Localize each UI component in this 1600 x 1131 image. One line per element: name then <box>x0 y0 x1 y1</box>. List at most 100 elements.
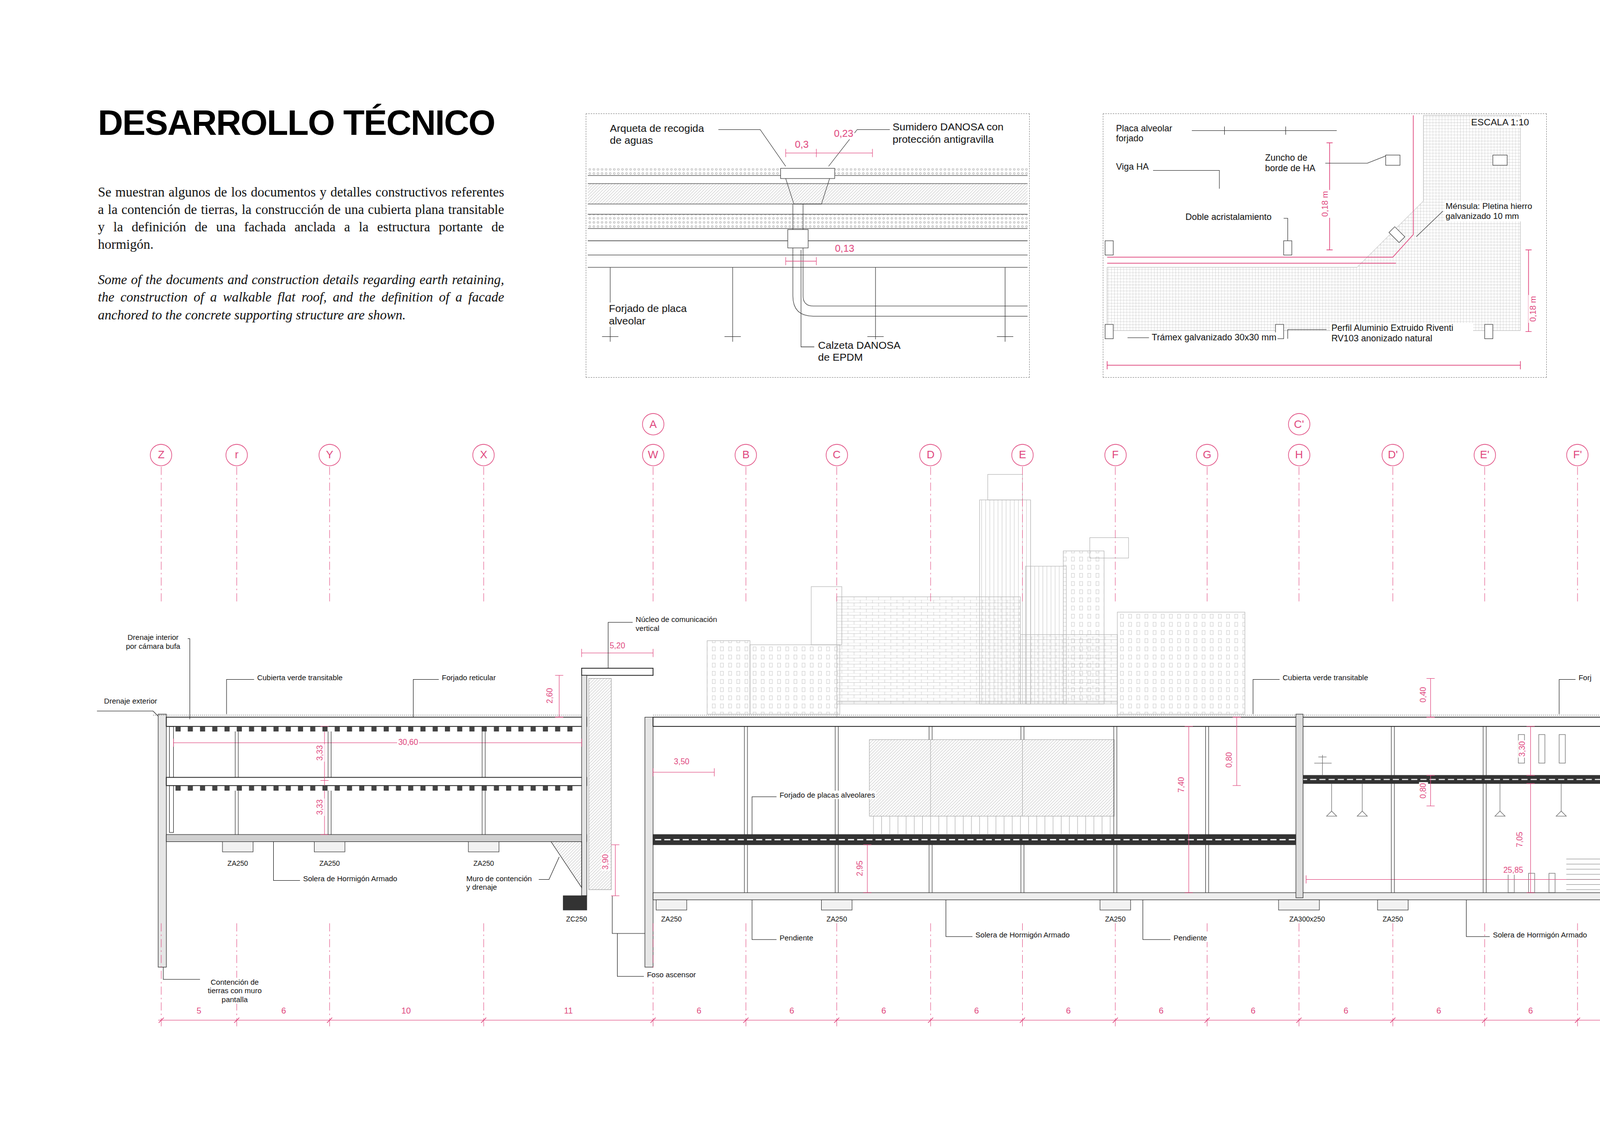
bubble-circle <box>1288 444 1310 466</box>
waffle-rib <box>310 726 316 732</box>
waffle-rib <box>530 785 536 791</box>
bubble-circle <box>150 444 172 466</box>
waffle-rib <box>200 785 206 791</box>
waffle-rib <box>175 785 181 791</box>
railing <box>938 816 940 835</box>
column <box>744 845 748 893</box>
waffle-rib <box>359 785 365 791</box>
stair-step <box>1566 874 1600 875</box>
dimension-tick <box>1296 1017 1302 1023</box>
detail-label: Trámex galvanizado 30x30 mm <box>1150 332 1278 343</box>
waffle-rib <box>310 785 316 791</box>
dimension-text: 7,40 <box>1176 775 1186 794</box>
annotation-label: Cubierta verde transitable <box>1281 673 1370 682</box>
grid-axis <box>329 466 330 605</box>
railing <box>1068 816 1070 835</box>
grid-label: E' <box>1473 443 1496 467</box>
waffle-rib <box>175 726 181 732</box>
grid-bubble: C' <box>1287 413 1311 436</box>
dimension-tick <box>1112 1017 1118 1023</box>
dimension-text: 0,80 <box>1418 781 1428 800</box>
column <box>235 731 239 778</box>
bubble-circle <box>1104 444 1127 466</box>
waffle-rib <box>383 726 389 732</box>
waffle-rib <box>457 726 463 732</box>
grid-axis <box>1022 466 1023 605</box>
railing <box>1061 816 1062 835</box>
bubble-circle <box>1196 444 1218 466</box>
axis-dimension: 6 <box>788 1006 795 1017</box>
bubble-circle <box>735 444 757 466</box>
bubble-circle <box>1566 444 1589 466</box>
column <box>1391 783 1395 893</box>
waffle-rib <box>187 726 193 732</box>
waffle-rib <box>187 785 193 791</box>
waffle-rib <box>554 726 560 732</box>
grid-bubble: D <box>919 443 942 467</box>
axis-dimension: 6 <box>1249 1006 1257 1017</box>
railing <box>970 816 972 835</box>
waffle-rib <box>261 726 267 732</box>
grid-label: Y <box>318 443 341 467</box>
railing <box>979 816 980 835</box>
dimension-tick <box>834 1017 840 1023</box>
waffle-rib <box>542 785 548 791</box>
waffle-rib <box>457 785 463 791</box>
dimension-tick <box>234 1017 240 1023</box>
grid-label: E <box>1011 443 1034 467</box>
railing <box>1093 816 1094 835</box>
waffle-rib <box>481 785 487 791</box>
grid-label: G <box>1195 443 1219 467</box>
waffle-rib <box>567 726 573 732</box>
dimension-text: 0,40 <box>1418 686 1428 704</box>
railing <box>995 816 997 835</box>
axis-dimension: 10 <box>400 1006 413 1017</box>
grid-axis <box>1577 923 1578 1029</box>
annotation-label: Cubierta verde transitable <box>256 673 344 682</box>
detail-frame: Placa alveolar forjadoESCALA 1:10Viga HA… <box>1102 113 1547 378</box>
grid-axis <box>1022 923 1023 1029</box>
footing <box>1099 899 1131 911</box>
grid-axis <box>930 466 931 605</box>
detail-label: Doble acristalamiento <box>1184 212 1273 223</box>
annotation-label: Drenaje interior por cámara bufa <box>121 633 185 651</box>
grid-bubble: Z <box>149 443 173 467</box>
column <box>929 726 933 741</box>
foundation-tag: ZA250 <box>472 859 495 868</box>
grid-axis <box>1298 923 1300 1029</box>
column <box>1205 726 1209 835</box>
column <box>1020 845 1024 893</box>
foundation-tag: ZA300x250 <box>1288 915 1327 924</box>
grid-label: H <box>1287 443 1311 467</box>
bubble-circle <box>1474 444 1496 466</box>
column <box>1483 726 1487 776</box>
axis-dimension: 6 <box>1158 1006 1165 1017</box>
bubble-circle <box>472 444 495 466</box>
column <box>835 845 839 893</box>
grid-bubble: A <box>641 413 665 436</box>
railing <box>1077 816 1078 835</box>
railing <box>1020 816 1021 835</box>
railing <box>1003 816 1005 835</box>
waffle-rib <box>273 785 279 791</box>
footing <box>1377 899 1409 911</box>
dimension-tick <box>1575 1017 1581 1023</box>
waffle-rib <box>334 726 340 732</box>
bubble-circle <box>919 444 942 466</box>
grid-axis <box>1392 466 1393 605</box>
grid-label: C <box>825 443 849 467</box>
dimension-tick <box>326 1017 332 1023</box>
dimension-tick <box>1204 1017 1210 1023</box>
annotation-label: Forjado reticular <box>440 673 497 682</box>
foundation-tag: ZA250 <box>660 915 683 924</box>
roof-drain-detail <box>587 129 1028 347</box>
stair-step <box>1566 889 1600 890</box>
annotation-label: Pendiente <box>778 933 815 943</box>
dimension-tick <box>481 1017 487 1023</box>
grid-bubble: W <box>641 443 665 467</box>
footing <box>314 842 346 853</box>
waffle-rib <box>518 785 524 791</box>
waffle-rib <box>334 785 340 791</box>
foundation-tag: ZA250 <box>825 915 849 924</box>
